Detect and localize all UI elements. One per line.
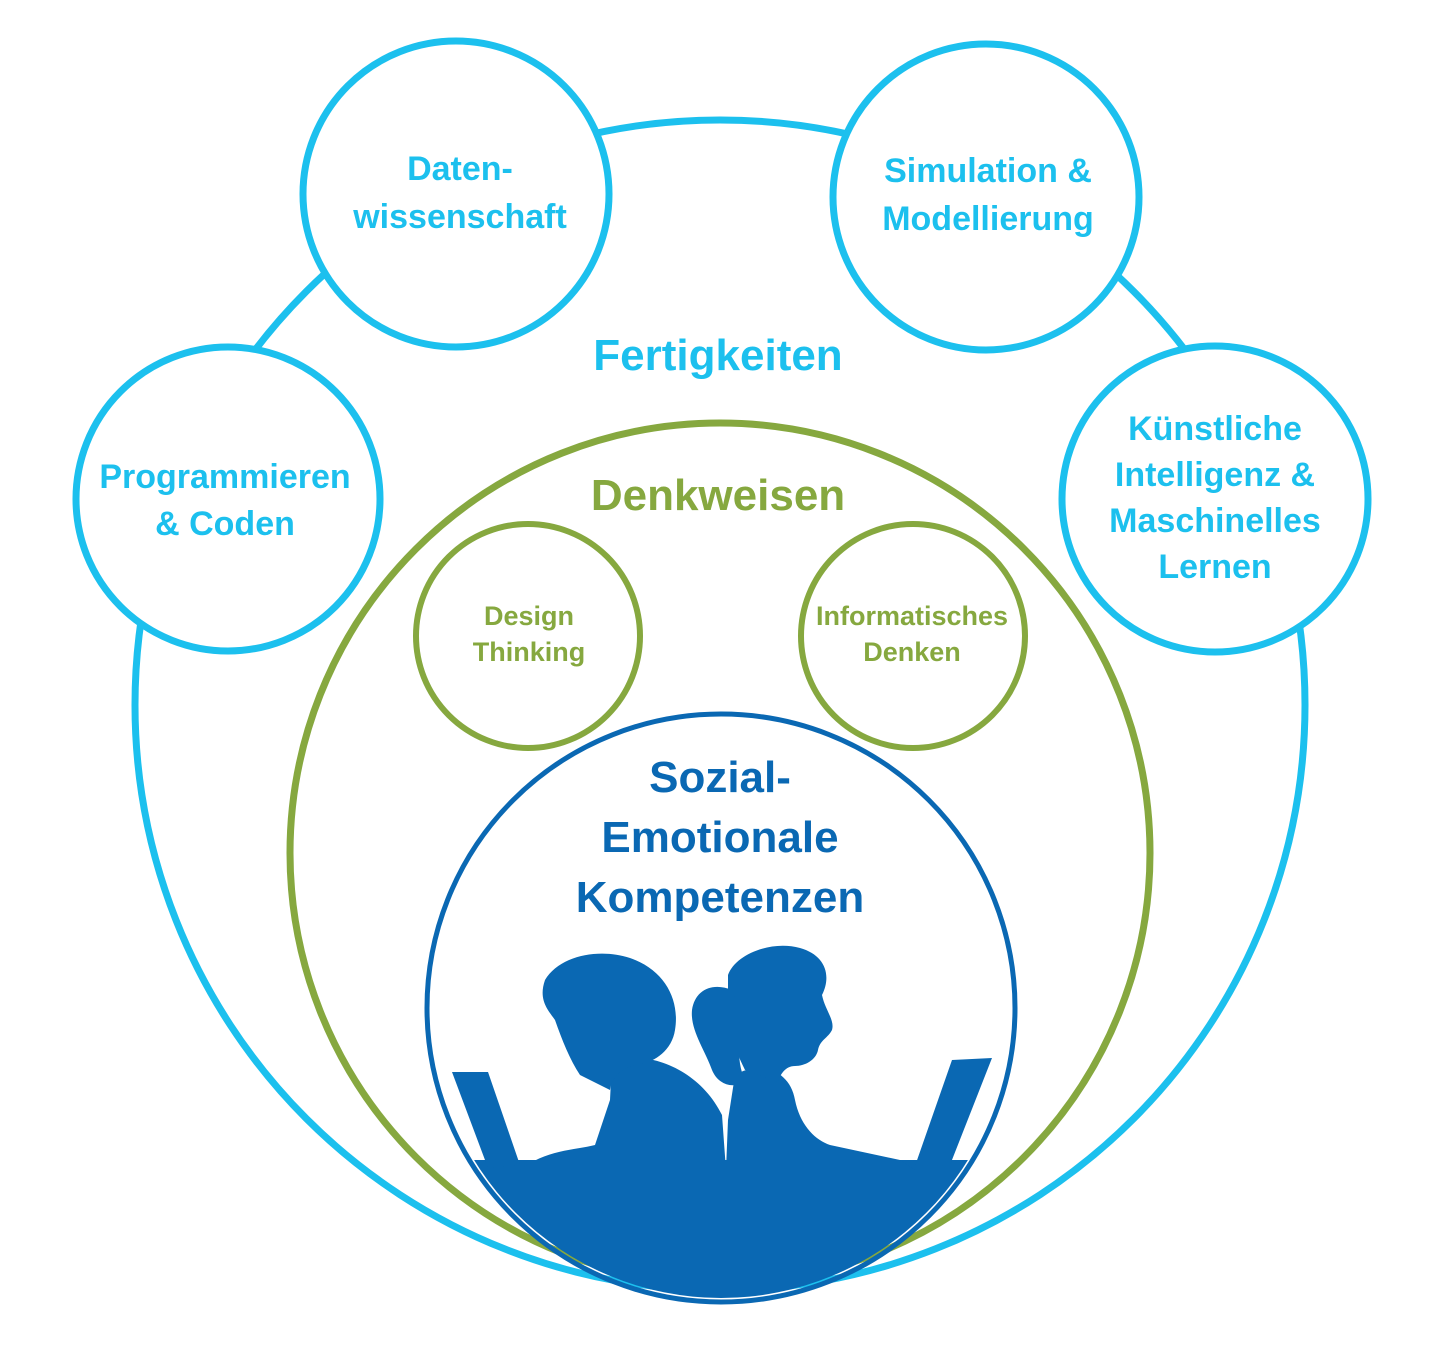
simulation-label-line-1: Simulation & [884,152,1092,190]
ai-ml-label-line-4: Lernen [1158,548,1271,586]
programming-label-line-1: Programmieren [99,458,350,496]
computational-thinking-label-line-2: Denken [863,637,961,667]
left-laptop-screen [452,1072,520,1168]
simulation-circle [829,40,1143,354]
right-laptop-screen [915,1058,992,1166]
programming-circle [72,343,384,655]
ai-ml-label-line-2: Intelligenz & [1115,456,1315,494]
social-emotional-title-line-1: Sozial- [649,753,791,802]
computational-thinking-circle [798,521,1028,751]
mindsets-title: Denkweisen [591,471,845,520]
data-science-circle [299,37,613,351]
data-science-label-line-2: wissenschaft [352,198,567,236]
programming-label-line-2: & Coden [155,505,295,543]
social-emotional-title-line-3: Kompetenzen [576,873,864,922]
desk-shape [431,1160,1011,1298]
social-emotional-circle [424,711,1018,1305]
design-thinking-label-line-1: Design [484,601,574,631]
girl-head [728,945,833,1082]
ai-ml-label-line-3: Maschinelles [1109,502,1321,540]
students-silhouette-illustration [431,945,1011,1298]
design-thinking-label-line-2: Thinking [473,637,585,667]
data-science-label-line-1: Daten- [407,150,513,188]
boy-body [520,1057,726,1170]
ai-ml-circle [1058,342,1372,656]
computational-thinking-label-line-1: Informatisches [816,601,1008,631]
boy-head [542,953,676,1090]
simulation-label-line-2: Modellierung [882,200,1094,238]
ai-ml-label-line-1: Künstliche [1128,410,1302,448]
skills-title: Fertigkeiten [593,331,842,380]
design-thinking-circle [413,521,643,751]
girl-ponytail [691,986,745,1086]
girl-body [726,1068,915,1170]
social-emotional-title-line-2: Emotionale [601,813,838,862]
